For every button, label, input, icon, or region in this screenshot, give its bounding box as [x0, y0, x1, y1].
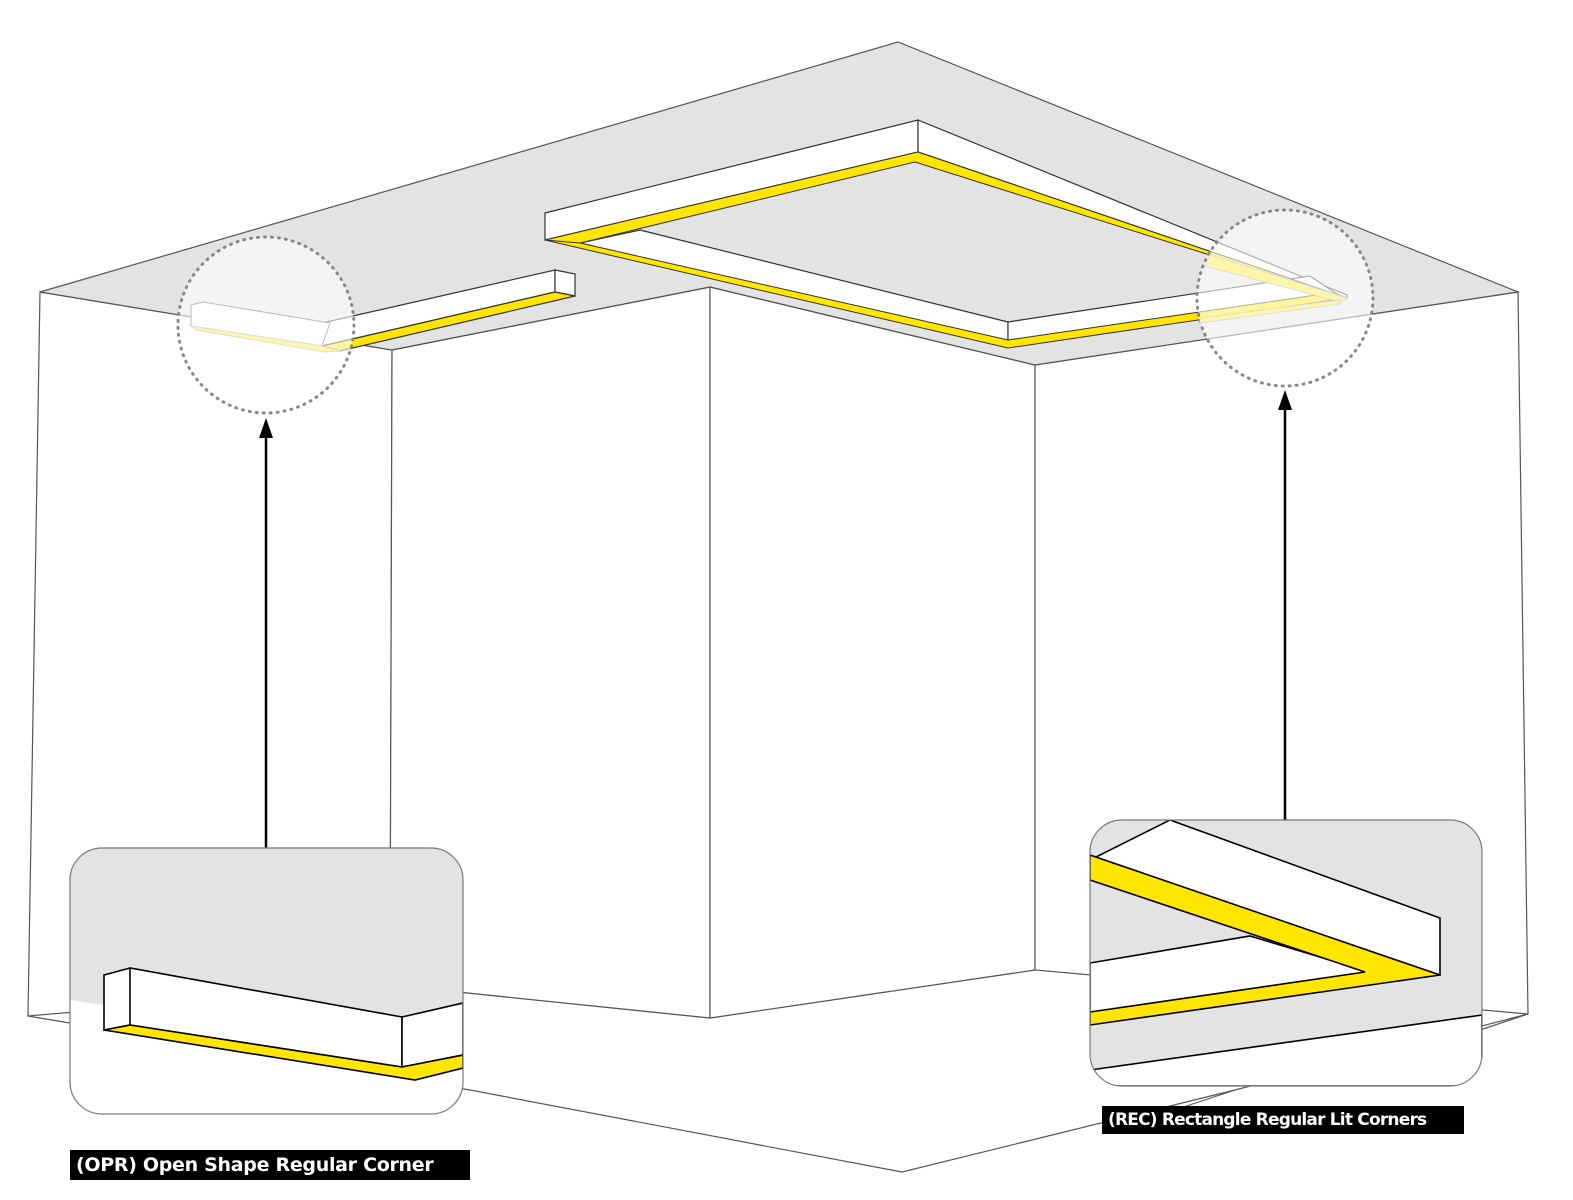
- rec-arrow: [1278, 390, 1292, 820]
- open-shape-fixture: [321, 269, 576, 352]
- rec-callout-circle: [1195, 208, 1375, 388]
- opr-detail-inset: [69, 847, 464, 1115]
- opr-callout-circle: [176, 235, 356, 415]
- rec-detail-inset: [1089, 819, 1483, 1087]
- opr-caption-label: (OPR) Open Shape Regular Corner: [70, 1150, 470, 1180]
- rec-caption-label: (REC) Rectangle Regular Lit Corners: [1102, 1106, 1464, 1134]
- opr-arrow: [259, 418, 273, 848]
